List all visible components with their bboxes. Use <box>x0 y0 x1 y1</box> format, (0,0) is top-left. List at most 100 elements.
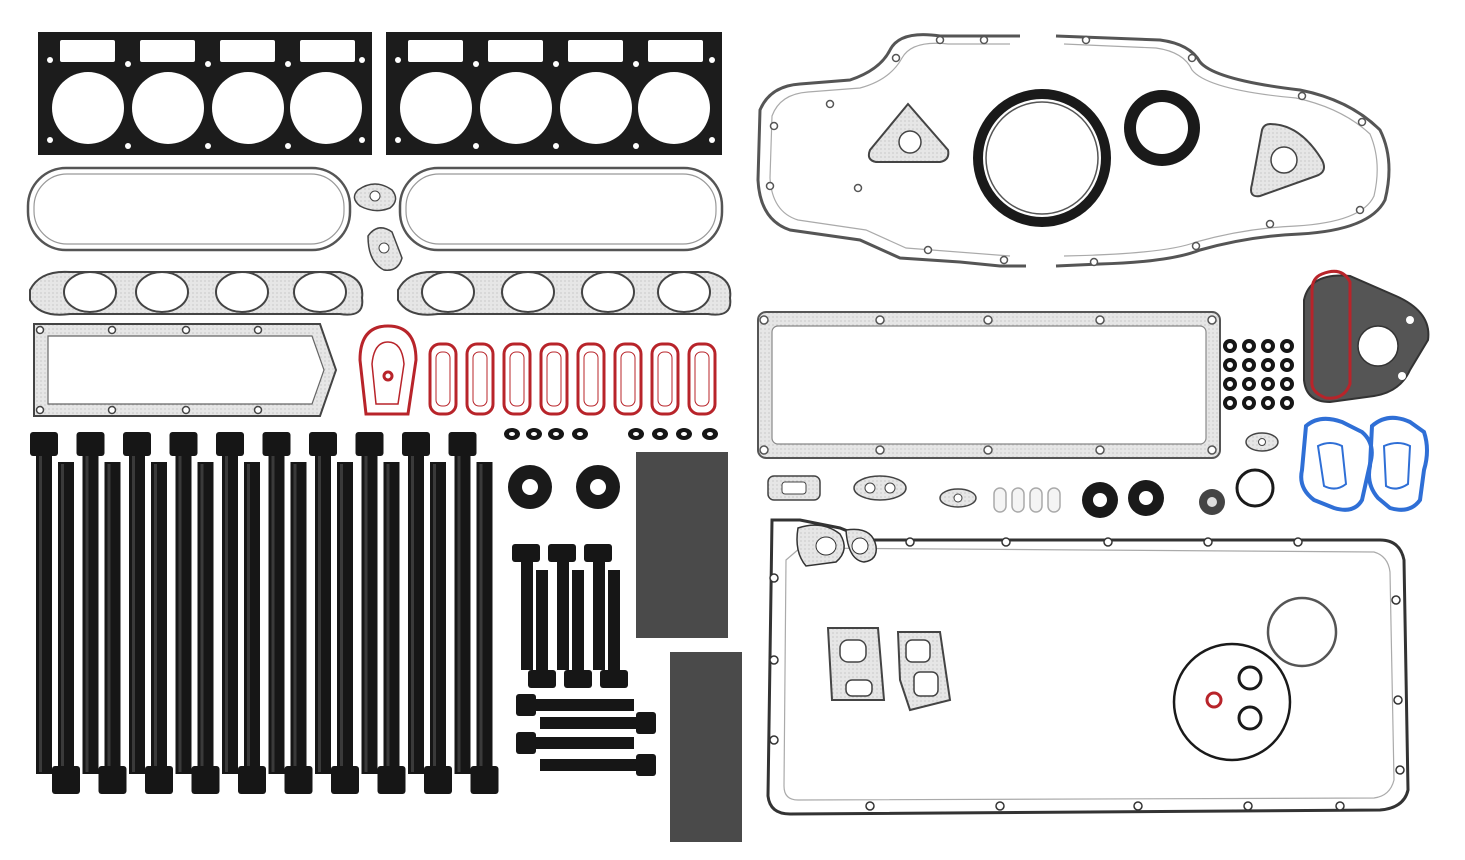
sensor-seals <box>1082 468 1275 518</box>
bolt-highlight <box>107 464 111 770</box>
side-bolt-head <box>516 732 536 754</box>
intake-seal <box>650 342 680 416</box>
valve-cover-gasket-right <box>398 166 724 252</box>
bolt-head <box>355 432 384 456</box>
cam-seal <box>1124 90 1200 166</box>
stem-seal-hole <box>577 432 583 436</box>
o-ring-hole <box>1265 362 1271 368</box>
short-bolt-head <box>564 670 592 688</box>
bolt-shank <box>151 462 167 772</box>
bolt-highlight <box>225 456 228 772</box>
small-oval-gasket <box>1245 432 1279 452</box>
stem-seal-hole <box>633 432 639 436</box>
side-bolt-shank <box>540 717 640 729</box>
short-bolt-shank <box>593 560 605 670</box>
oil-filter-seal <box>1266 596 1338 668</box>
bolt-shank <box>222 454 238 774</box>
bolt-head <box>52 766 80 794</box>
timing-cover-holes <box>765 35 1367 267</box>
intake-seal-inner <box>620 351 636 407</box>
bolt-highlight <box>85 456 89 772</box>
bolt-head <box>309 432 337 456</box>
o-ring-hole <box>1227 362 1233 368</box>
bolt-head <box>424 766 452 794</box>
bolt-shank <box>454 454 471 774</box>
short-bolt-shank <box>521 560 533 670</box>
o-ring-hole <box>1227 343 1233 349</box>
bolt-shank <box>290 462 307 772</box>
oil-pump-gaskets <box>767 475 977 508</box>
bolt-shank <box>361 454 378 774</box>
o-ring-hole <box>1265 343 1271 349</box>
o-ring-hole <box>1246 400 1252 406</box>
head-bolt-set <box>30 432 499 794</box>
o-ring-hole <box>1227 381 1233 387</box>
small-flange-gaskets <box>353 183 403 271</box>
intake-seal <box>687 342 717 416</box>
short-bolt-shank <box>608 570 620 674</box>
o-ring-hole <box>1246 343 1252 349</box>
bolt-head <box>76 432 105 456</box>
bolt-head <box>448 432 477 456</box>
valve-stem-seals <box>504 428 718 440</box>
stem-seal-hole <box>657 432 663 436</box>
bolt-highlight <box>411 456 414 772</box>
bolt-shank <box>408 454 424 774</box>
bolt-shank <box>104 462 121 772</box>
stem-seal-hole <box>509 432 515 436</box>
short-bolt-shank <box>572 570 584 674</box>
intake-seal-inner <box>472 351 488 407</box>
intake-seal <box>428 342 458 416</box>
intake-seal <box>465 342 495 416</box>
o-ring-hole <box>1284 362 1290 368</box>
o-ring-hole <box>1246 362 1252 368</box>
bolt-shank <box>36 454 52 774</box>
o-ring-hole <box>1284 400 1290 406</box>
short-bolt-head <box>548 544 576 562</box>
bolt-head <box>331 766 359 794</box>
valley-cover-gasket-right <box>757 311 1221 459</box>
intake-seal-inner <box>546 351 562 407</box>
stem-seal-hole <box>681 432 687 436</box>
intake-seal <box>613 342 643 416</box>
bolt-highlight <box>271 456 275 772</box>
intake-seal <box>502 342 532 416</box>
triangle-gasket-right <box>1250 122 1325 198</box>
bolt-highlight <box>433 464 436 770</box>
bolt-highlight <box>61 464 64 770</box>
bolt-highlight <box>293 464 297 770</box>
rear-seal-right <box>576 465 620 509</box>
side-bolt-head <box>516 694 536 716</box>
shim-pads <box>636 452 742 842</box>
bolt-highlight <box>386 464 390 770</box>
stem-seal-hole <box>531 432 537 436</box>
bolt-shank <box>197 462 214 772</box>
o-ring-hole <box>1227 400 1233 406</box>
bolt-head <box>30 432 58 456</box>
exhaust-gasket-left <box>29 270 364 316</box>
bolt-highlight <box>154 464 157 770</box>
bolt-shank <box>129 454 145 774</box>
side-bolt-set <box>516 694 656 776</box>
o-ring-hole <box>1246 381 1252 387</box>
bolt-head <box>262 432 291 456</box>
stem-seal-hole <box>553 432 559 436</box>
bolt-head <box>470 766 499 794</box>
side-bolt-shank <box>534 699 634 711</box>
bolt-highlight <box>200 464 204 770</box>
valve-cover-gasket-left <box>26 166 352 252</box>
o-ring-hole <box>1265 400 1271 406</box>
bolt-shank <box>337 462 353 772</box>
intake-seal <box>576 342 606 416</box>
bolt-head <box>238 766 266 794</box>
bolt-head <box>123 432 151 456</box>
front-crank-seal <box>973 89 1111 227</box>
bolt-head <box>216 432 244 456</box>
head-gasket-right <box>386 32 722 155</box>
bolt-head <box>191 766 220 794</box>
bolt-head <box>402 432 430 456</box>
short-bolt-head <box>528 670 556 688</box>
bolt-shank <box>476 462 493 772</box>
